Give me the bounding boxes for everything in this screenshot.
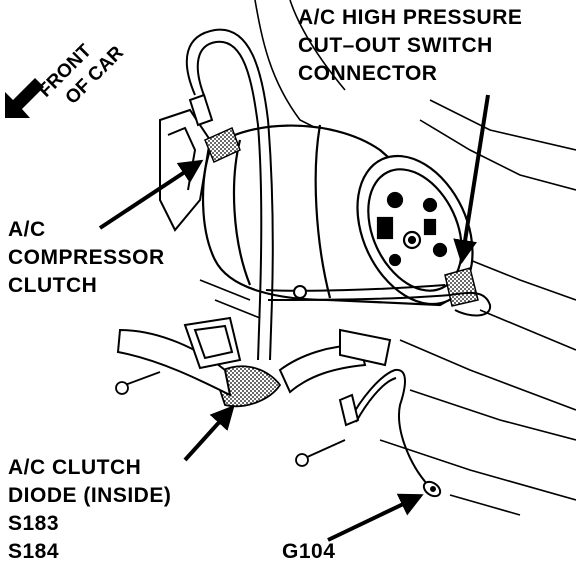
ground-line-1: G104 (282, 540, 336, 563)
clutch-diode-line-2: DIODE (INSIDE) (8, 484, 172, 507)
compressor-clutch-line-2: COMPRESSOR (8, 246, 165, 269)
wiring-harness (185, 28, 492, 361)
clutch-coil-area (204, 126, 241, 164)
ground-callout-arrow (327, 493, 424, 542)
compressor-clutch-callout-arrow (98, 159, 204, 230)
lower-harness (116, 316, 392, 397)
bolt-lower (295, 439, 346, 467)
pressure-switch-line-2: CUT–OUT SWITCH (298, 34, 493, 57)
clutch-diode-line-3: S183 (8, 512, 60, 535)
pressure-switch-line-3: CONNECTOR (298, 62, 438, 85)
pressure-switch-label: A/C HIGH PRESSURE CUT–OUT SWITCH CONNECT… (298, 4, 522, 88)
bolt-left (115, 371, 161, 395)
callout-arrows (98, 94, 490, 542)
engine-background-lines (199, 0, 576, 516)
clutch-diode-line-1: A/C CLUTCH (8, 456, 142, 479)
ground-label: G104 (282, 538, 335, 566)
pressure-switch-callout-arrow (453, 94, 490, 264)
clutch-diode-label: A/C CLUTCH DIODE (INSIDE) S183 S184 (8, 454, 171, 566)
clutch-diode-callout-arrow (183, 405, 235, 462)
clutch-diode-line-4: S184 (8, 540, 60, 563)
compressor-clutch-label: A/C COMPRESSOR CLUTCH (8, 216, 165, 300)
compressor-clutch-line-1: A/C (8, 218, 46, 241)
front-of-car-arrow (5, 78, 44, 118)
pressure-switch-connector (444, 267, 479, 307)
compressor-body (201, 124, 474, 307)
pressure-switch-line-1: A/C HIGH PRESSURE (298, 6, 523, 29)
compressor-clutch-line-3: CLUTCH (8, 274, 98, 297)
ground-wire (338, 368, 442, 498)
